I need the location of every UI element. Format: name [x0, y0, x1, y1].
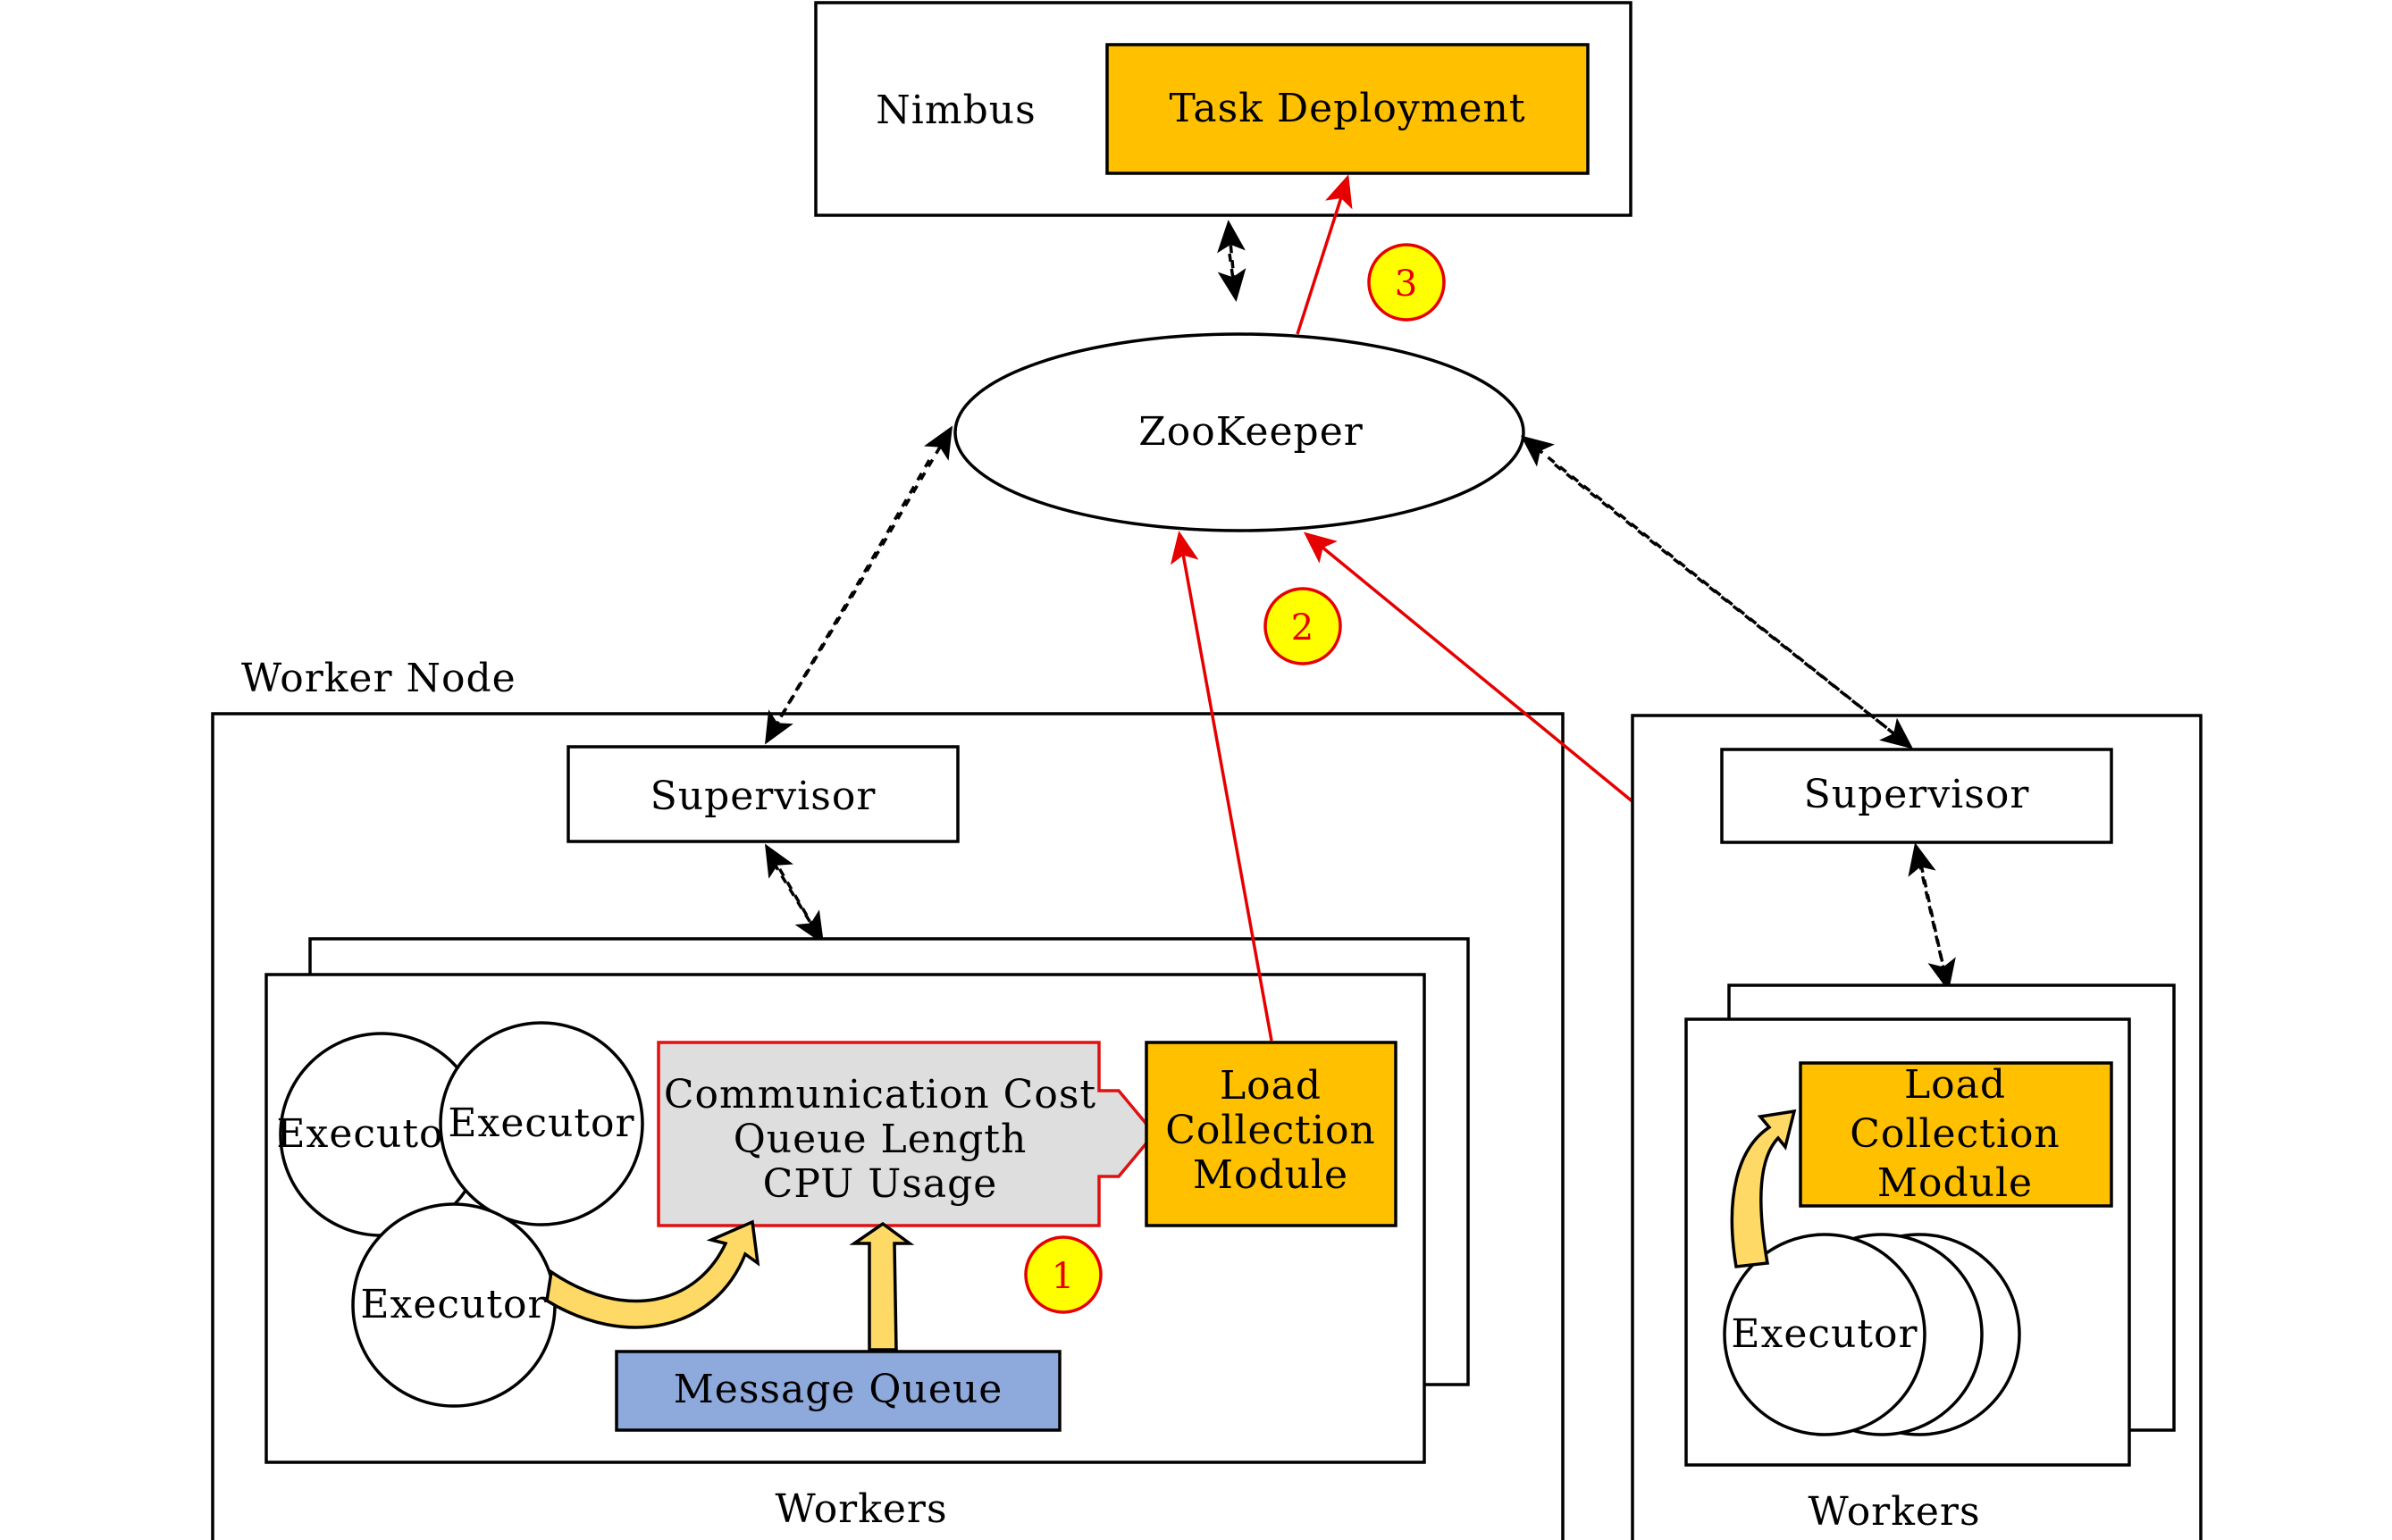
metric-queue-length: Queue Length — [734, 1117, 1028, 1162]
executor-to-load-module-arrow — [1730, 1109, 1797, 1268]
workers-left-label: Workers — [775, 1486, 947, 1532]
step3-arrow — [1296, 174, 1353, 335]
supervisor-left-box — [567, 745, 960, 843]
step2-badge — [1263, 587, 1342, 665]
step2-label: 2 — [1291, 607, 1314, 649]
step2-arrow-left — [1170, 531, 1273, 1042]
executor-label-3: Executor — [360, 1282, 547, 1327]
queue-to-metrics-arrow — [849, 1221, 915, 1352]
supervisor-left-label: Supervisor — [650, 774, 877, 819]
executor-label-1: Executor — [276, 1111, 463, 1157]
worker-node-title: Worker Node — [241, 656, 516, 701]
executor-right-label: Executor — [1731, 1311, 1918, 1357]
step1-badge — [1024, 1235, 1103, 1314]
load-module-left-line2: Collection — [1165, 1108, 1376, 1153]
metric-communication-cost: Communication Cost — [664, 1072, 1096, 1117]
executor-to-metrics-arrow — [545, 1219, 760, 1329]
supervisor-right-box — [1720, 748, 2113, 844]
task-deployment-box — [1105, 43, 1590, 175]
executor-right-front — [1723, 1233, 1926, 1436]
step3-label: 3 — [1395, 264, 1418, 305]
workers-right-label: Workers — [1808, 1489, 1980, 1535]
step1-label: 1 — [1052, 1256, 1075, 1297]
zookeeper-ellipse — [953, 332, 1525, 532]
load-collection-module-left — [1145, 1041, 1397, 1227]
zookeeper-label: ZooKeeper — [1138, 409, 1364, 455]
executor-label-2: Executor — [448, 1101, 634, 1146]
metric-cpu-usage: CPU Usage — [763, 1161, 998, 1207]
load-module-left-line1: Load — [1220, 1063, 1322, 1109]
executor-circle-2 — [439, 1021, 644, 1226]
load-module-left-line3: Module — [1193, 1152, 1348, 1198]
message-queue-box — [615, 1350, 1062, 1432]
task-deployment-label: Task Deployment — [1169, 86, 1525, 131]
nimbus-label: Nimbus — [876, 88, 1036, 133]
zookeeper-supervisor-right-link-up — [1520, 435, 1912, 749]
load-module-right-line2: Collection — [1850, 1111, 2060, 1157]
supervisor-workers-left-link-up — [764, 843, 824, 942]
load-collection-module-right — [1799, 1061, 2113, 1208]
nimbus-zookeeper-link-up — [1217, 220, 1246, 299]
load-module-right-line3: Module — [1877, 1160, 2033, 1206]
step3-badge — [1367, 243, 1446, 322]
supervisor-right-label: Supervisor — [1804, 772, 2030, 817]
message-queue-label: Message Queue — [674, 1367, 1003, 1412]
load-module-right-line1: Load — [1904, 1062, 2006, 1108]
